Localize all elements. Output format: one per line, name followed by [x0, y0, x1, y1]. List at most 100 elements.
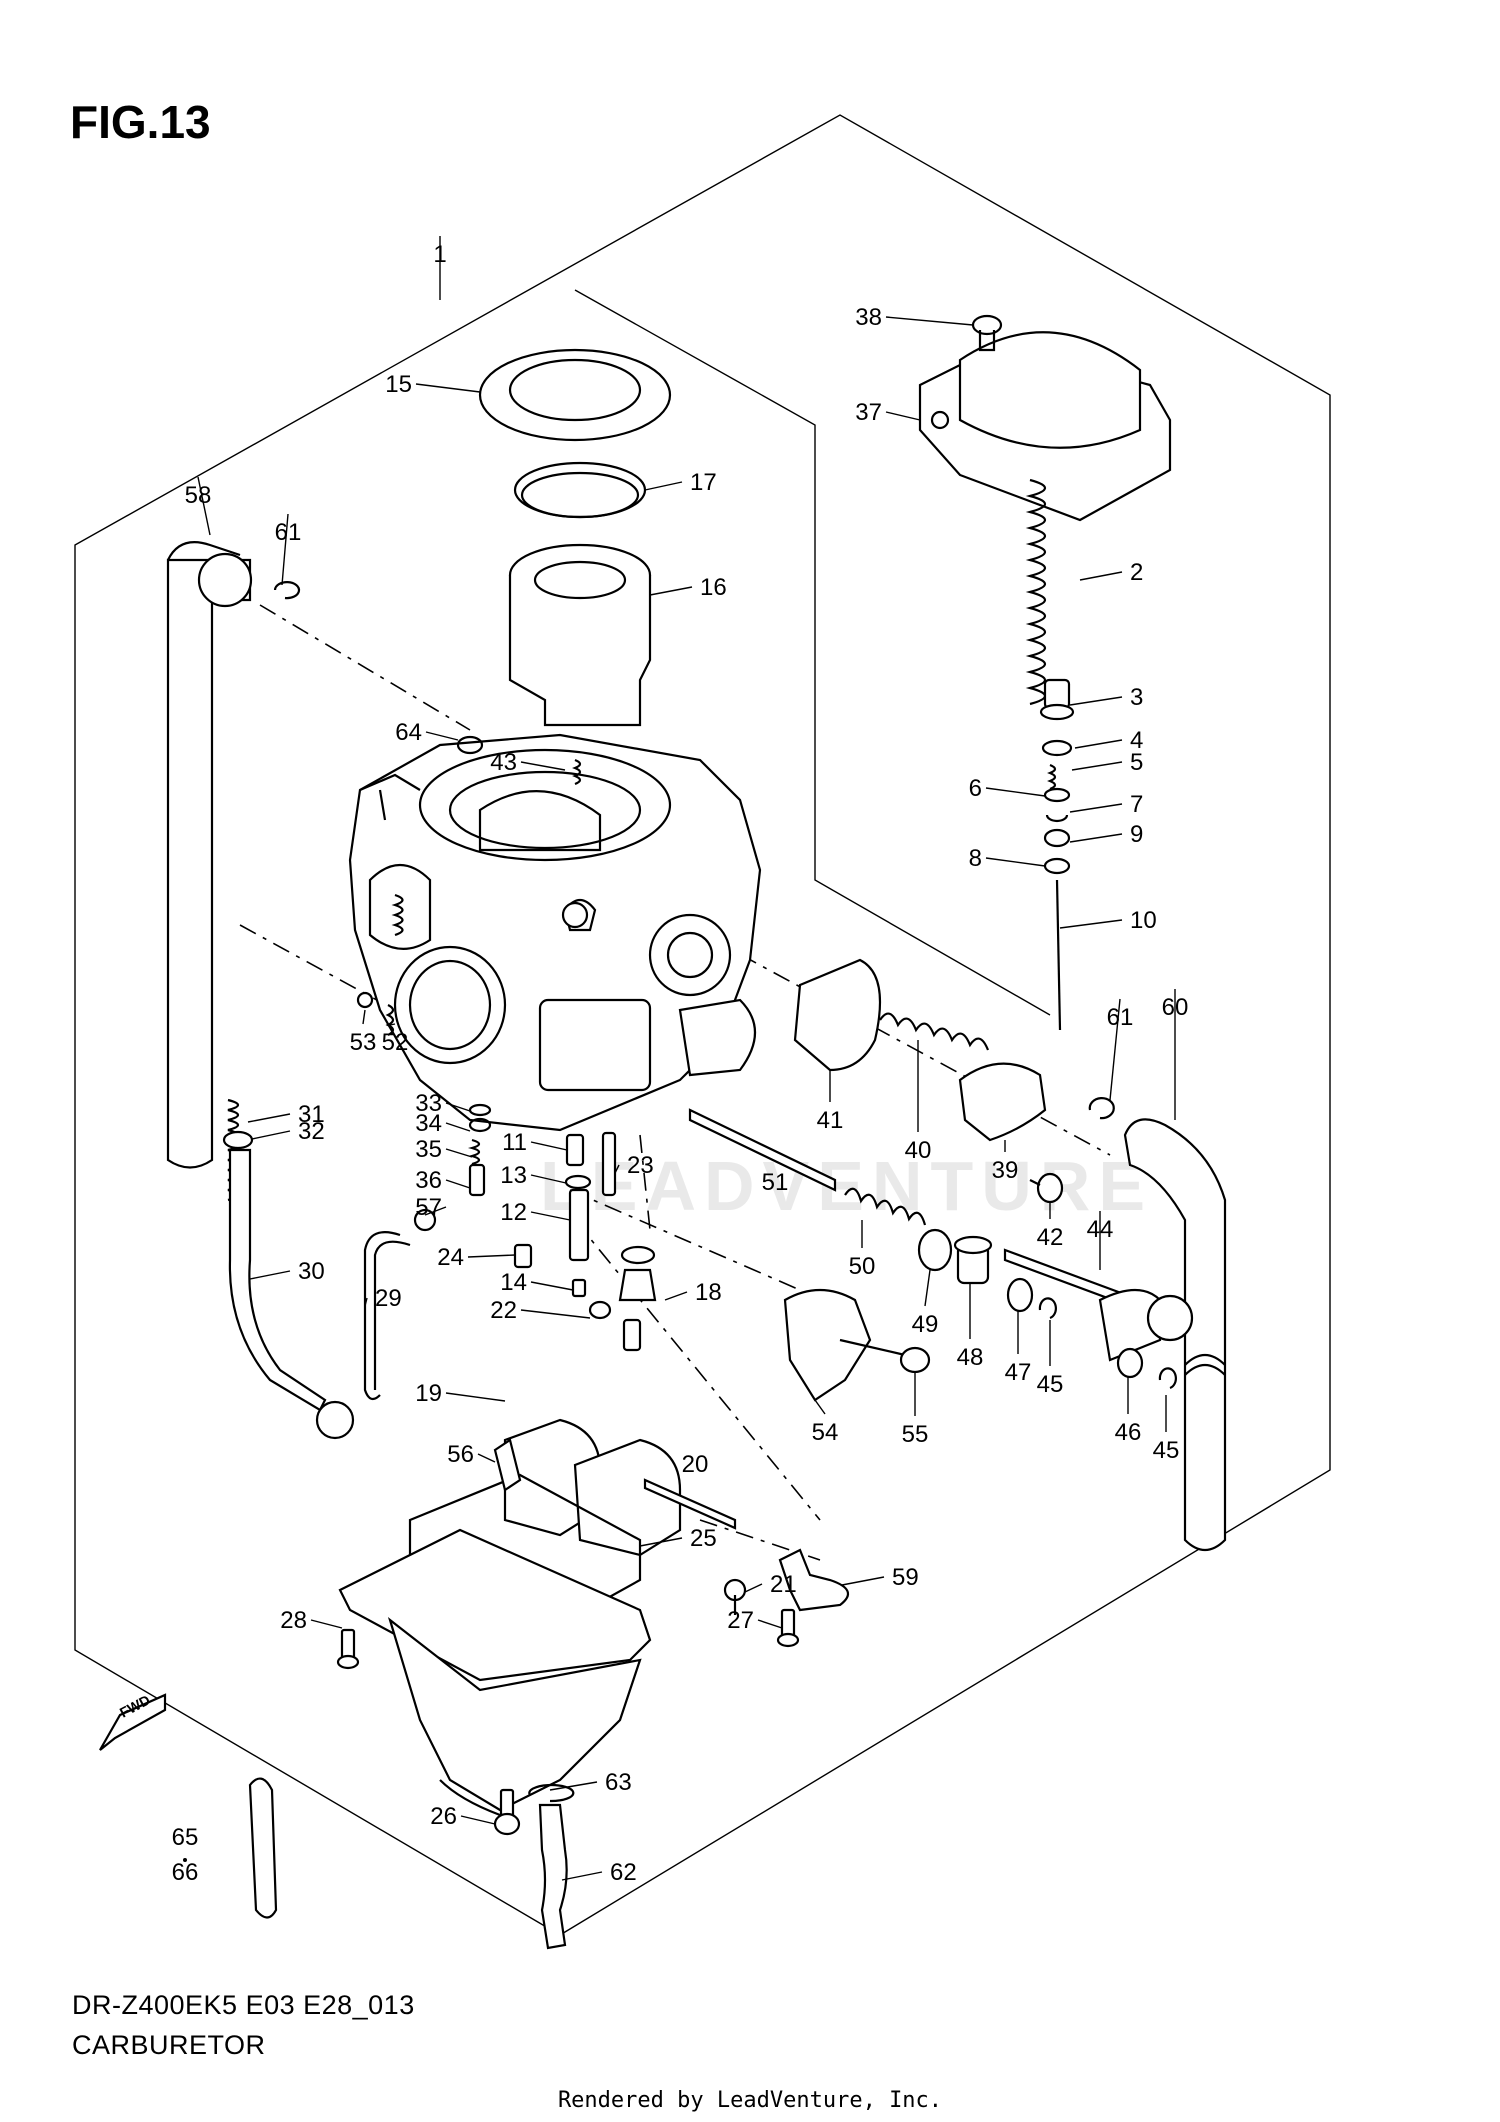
- callout-label-c38: 38: [855, 304, 882, 331]
- part-60-vent-hose: [1123, 1118, 1227, 1552]
- part-40-spring: [879, 1012, 990, 1051]
- callout-leader-c22: [520, 1309, 591, 1319]
- callout-label-c46: 46: [1115, 1419, 1142, 1446]
- part-47-washer: [1006, 1277, 1034, 1313]
- model-code: DR-Z400EK5 E03 E28_013: [72, 1990, 415, 2020]
- callout-label-c50: 50: [849, 1253, 876, 1280]
- callout-leader-c24: [467, 1254, 516, 1258]
- part-54-housing: [783, 1289, 872, 1402]
- callout-label-c25: 25: [690, 1525, 717, 1552]
- callout-label-c18: 18: [695, 1279, 722, 1306]
- part-61-clip-b: [1088, 1097, 1115, 1120]
- callout-label-c24: 24: [437, 1244, 464, 1271]
- callout-label-c3: 3: [1130, 684, 1143, 711]
- range-dot: [183, 1858, 187, 1862]
- callout-leader-c38: [885, 316, 974, 326]
- part-16-slide: [508, 543, 652, 727]
- callout-label-c19: 19: [415, 1380, 442, 1407]
- callout-leader-c5: [1071, 761, 1123, 771]
- callout-label-c66: 66: [172, 1859, 199, 1886]
- callout-leader-c49: [924, 1269, 931, 1307]
- callout-leader-c64: [425, 731, 459, 741]
- part-49-o-ring: [917, 1228, 953, 1272]
- callout-label-c34: 34: [415, 1110, 442, 1137]
- part-19-float: [503, 1418, 682, 1557]
- callout-label-c47: 47: [1005, 1359, 1032, 1386]
- callout-label-c1: 1: [433, 241, 446, 268]
- part-41-cover: [793, 958, 882, 1072]
- render-credit: Rendered by LeadVenture, Inc.: [557, 2088, 943, 2113]
- part-50-spring: [844, 1187, 927, 1226]
- callout-leader-c61b: [1109, 998, 1121, 1101]
- part-37-top-cap: [918, 331, 1172, 522]
- callout-label-c65: 65: [172, 1824, 199, 1851]
- callout-leader-c17: [644, 481, 683, 491]
- callout-leader-c2: [1079, 571, 1123, 581]
- part-28-screw: [336, 1628, 360, 1670]
- callout-label-c21: 21: [770, 1571, 797, 1598]
- callout-leader-c31: [247, 1113, 291, 1123]
- callout-leader-c3: [1069, 696, 1123, 706]
- callout-leader-c35: [445, 1148, 473, 1158]
- part-61-clip-a: [273, 581, 301, 600]
- callout-leader-c14: [530, 1281, 574, 1291]
- part-27-screw: [776, 1608, 800, 1648]
- callout-label-c54: 54: [812, 1419, 839, 1446]
- callout-leader-c11: [530, 1141, 568, 1151]
- callout-leader-c25: [639, 1537, 683, 1547]
- part-39-cover: [958, 1062, 1047, 1142]
- part-32-washer: [222, 1130, 254, 1150]
- callout-label-c26: 26: [430, 1803, 457, 1830]
- callout-leader-c58: [197, 476, 211, 536]
- callout-leader-c33: [445, 1102, 471, 1112]
- callout-label-c41: 41: [817, 1107, 844, 1134]
- callout-label-c48: 48: [957, 1344, 984, 1371]
- callout-label-c11: 11: [502, 1129, 527, 1156]
- callout-leader-c6: [985, 787, 1046, 797]
- part-21-screw: [723, 1578, 747, 1615]
- float-bowl: [338, 1528, 652, 1817]
- callout-leader-c36: [445, 1179, 471, 1189]
- part-29-tube: [363, 1231, 411, 1401]
- callout-label-c57: 57: [415, 1194, 442, 1221]
- callout-label-c10: 10: [1130, 907, 1157, 934]
- part-30-cable: [228, 1148, 327, 1412]
- callout-label-c43: 43: [490, 749, 517, 776]
- part-48-plug: [953, 1235, 993, 1285]
- fwd-arrow-icon: FWD: [99, 1692, 167, 1751]
- assembly-frame: [74, 114, 1331, 1936]
- callout-leader-c16: [649, 586, 693, 596]
- callout-leader-c26: [460, 1815, 496, 1825]
- callout-label-c28: 28: [280, 1607, 307, 1634]
- callout-label-c61a: 61: [275, 519, 302, 546]
- part-65-66-strap: [248, 1777, 278, 1919]
- callout-label-c9: 9: [1130, 821, 1143, 848]
- callout-label-c17: 17: [690, 469, 717, 496]
- callout-label-c42: 42: [1037, 1224, 1064, 1251]
- callout-leader-c8: [985, 857, 1046, 867]
- callout-label-c52: 52: [382, 1029, 409, 1056]
- callout-label-c15: 15: [385, 371, 412, 398]
- part-20-pin: [643, 1478, 737, 1530]
- callout-leader-c62: [561, 1871, 603, 1881]
- diagram-caption: CARBURETOR: [72, 2030, 266, 2060]
- callout-label-c64: 64: [395, 719, 422, 746]
- callout-label-c6: 6: [969, 775, 982, 802]
- callout-leader-c21: [744, 1583, 763, 1593]
- callout-label-c7: 7: [1130, 791, 1143, 818]
- callout-label-c12: 12: [500, 1199, 527, 1226]
- callout-leader-c23: [614, 1164, 620, 1174]
- callout-leader-c30: [249, 1270, 291, 1280]
- callout-leader-c9: [1069, 833, 1123, 843]
- callout-leader-c57: [424, 1206, 447, 1216]
- callout-label-c5: 5: [1130, 749, 1143, 776]
- callout-label-c55: 55: [902, 1421, 929, 1448]
- part-58-vent-hose: [166, 541, 253, 1169]
- part-2-spring: [1025, 478, 1047, 706]
- callout-label-c27: 27: [727, 1607, 754, 1634]
- needle-frame: [574, 289, 1051, 1016]
- callout-leader-c13: [530, 1174, 567, 1184]
- callout-leader-c10: [1059, 919, 1123, 929]
- figure-title: FIG.13: [70, 96, 211, 148]
